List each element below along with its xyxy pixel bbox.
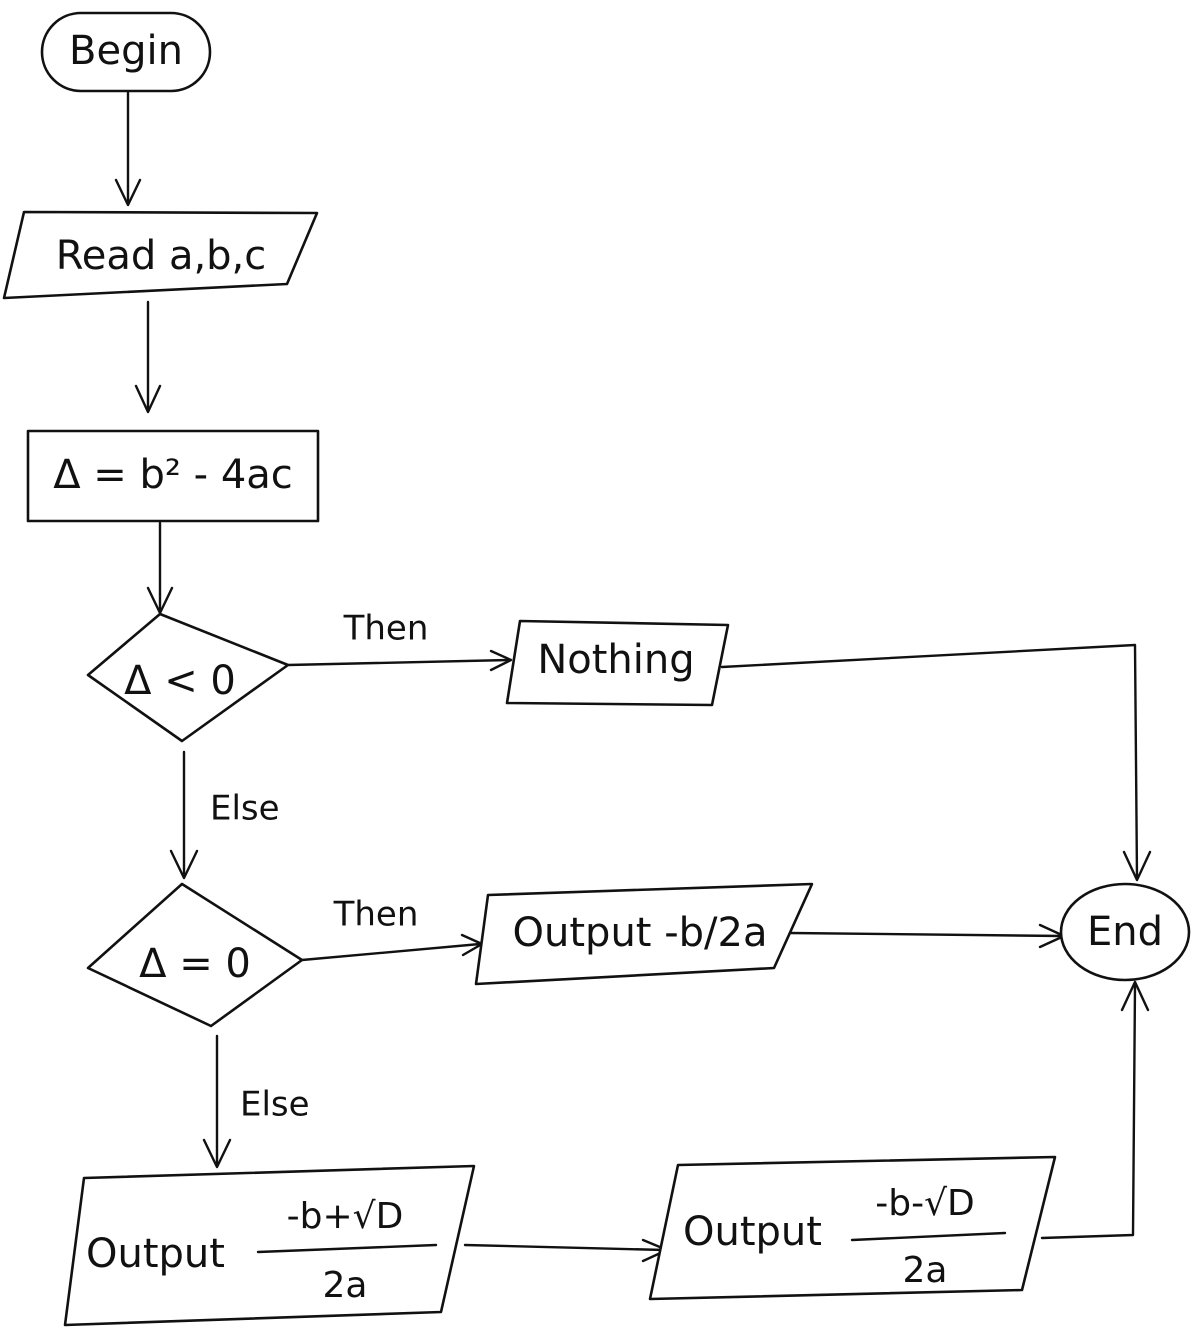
arrowhead-begin-to-read bbox=[114, 178, 142, 207]
node-nothing: Nothing bbox=[505, 619, 730, 707]
node-end: End bbox=[1059, 882, 1191, 982]
output-plus-prefix: Output bbox=[86, 1231, 225, 1277]
output-plus-fraction-bar bbox=[256, 1243, 438, 1254]
read-input-shape bbox=[2, 210, 319, 300]
edge-labels: Then Else Then Else bbox=[210, 609, 428, 1125]
decision2-diamond-shape bbox=[86, 882, 304, 1028]
output-minus-fraction-bar bbox=[850, 1231, 1007, 1242]
begin-label: Begin bbox=[69, 28, 183, 74]
decision1-diamond-shape bbox=[86, 612, 290, 743]
edge-label-then-2: Then bbox=[333, 895, 419, 935]
begin-terminator-shape bbox=[40, 11, 212, 93]
nothing-label: Nothing bbox=[537, 637, 694, 683]
edge-label-else-1: Else bbox=[210, 789, 280, 829]
edge-label-then-1: Then bbox=[343, 609, 429, 649]
node-begin: Begin bbox=[40, 11, 212, 93]
edge-nothing-to-end bbox=[720, 643, 1139, 880]
arrowhead-decision1-to-nothing bbox=[489, 649, 513, 672]
output-plus-shape bbox=[63, 1164, 476, 1327]
edge-output-single-to-end bbox=[788, 931, 1064, 938]
arrowhead-decision1-to-decision2 bbox=[169, 849, 199, 880]
end-label: End bbox=[1087, 909, 1163, 955]
read-label: Read a,b,c bbox=[56, 233, 267, 279]
output-single-label: Output -b/2a bbox=[513, 910, 768, 956]
node-output-minus: Output -b-√D 2a bbox=[648, 1155, 1057, 1301]
node-read: Read a,b,c bbox=[2, 210, 319, 300]
arrowhead-decision2-to-output-plus bbox=[202, 1138, 232, 1169]
node-output-single: Output -b/2a bbox=[474, 882, 814, 986]
output-minus-shape bbox=[648, 1155, 1057, 1301]
output-minus-denominator: 2a bbox=[903, 1250, 948, 1291]
compute-process-shape bbox=[26, 429, 320, 523]
output-plus-numerator: -b+√D bbox=[287, 1196, 404, 1237]
node-decision2: Δ = 0 bbox=[86, 882, 304, 1028]
arrowhead-read-to-compute bbox=[134, 384, 162, 414]
edge-decision1-to-nothing bbox=[286, 658, 511, 667]
output-minus-prefix: Output bbox=[683, 1209, 822, 1255]
node-compute: Δ = b² - 4ac bbox=[26, 429, 320, 523]
decision1-label: Δ < 0 bbox=[124, 658, 236, 704]
arrowhead-nothing-to-end bbox=[1122, 850, 1152, 882]
arrowhead-output-minus-to-end bbox=[1120, 980, 1150, 1012]
edges bbox=[114, 90, 1152, 1263]
output-single-shape bbox=[474, 882, 814, 986]
edge-decision2-to-output-single bbox=[300, 942, 482, 962]
output-plus-denominator: 2a bbox=[323, 1265, 368, 1306]
compute-label: Δ = b² - 4ac bbox=[53, 452, 293, 498]
nothing-output-shape bbox=[505, 619, 730, 707]
node-decision1: Δ < 0 bbox=[86, 612, 290, 743]
edge-label-else-2: Else bbox=[240, 1085, 310, 1125]
node-output-plus: Output -b+√D 2a bbox=[63, 1164, 476, 1327]
end-terminator-shape bbox=[1059, 882, 1191, 982]
decision2-label: Δ = 0 bbox=[139, 941, 251, 987]
output-minus-numerator: -b-√D bbox=[875, 1183, 975, 1224]
edge-output-plus-to-output-minus bbox=[463, 1243, 667, 1252]
edge-output-minus-to-end bbox=[1040, 983, 1137, 1240]
